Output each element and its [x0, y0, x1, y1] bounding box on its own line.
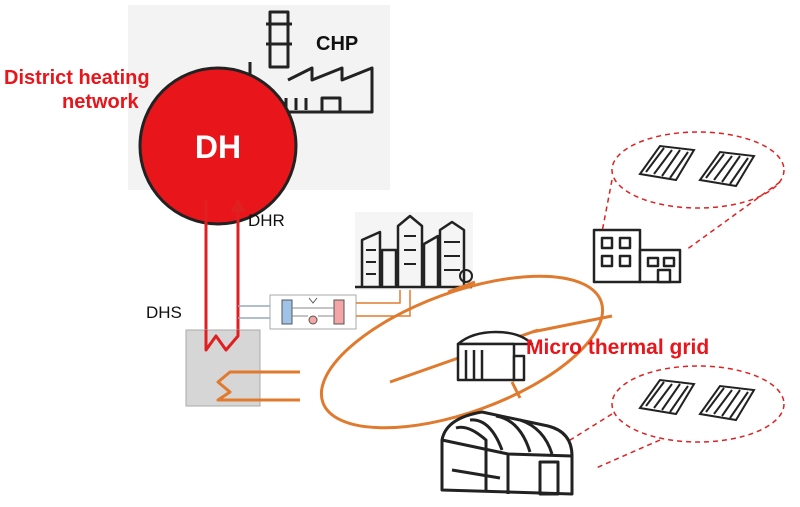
dh-label: DH — [195, 129, 241, 165]
substation-coil-red — [204, 330, 240, 352]
solar-callout-bottom — [521, 365, 785, 471]
substation-coil-orange — [216, 370, 300, 402]
greenhouse-icon — [440, 410, 574, 496]
district-heating-label-line1: District heating — [4, 67, 150, 89]
dh-pipes — [204, 200, 240, 355]
dhs-label: DHS — [146, 303, 182, 322]
city-skyline-icon — [355, 212, 473, 290]
chp-label: CHP — [316, 33, 358, 55]
district-heating-label-line2: network — [62, 91, 140, 113]
city-pipes — [356, 285, 411, 317]
dhr-label: DHR — [248, 211, 285, 230]
dhr-arrow-icon — [230, 198, 246, 212]
micro-grid-label: Micro thermal grid — [526, 336, 709, 359]
chp-factory-icon — [248, 10, 374, 114]
storage-tank-icon — [456, 330, 534, 382]
hx-pipes — [238, 305, 275, 319]
dh-node — [138, 66, 298, 226]
building-icon — [592, 228, 682, 284]
solar-collector-icon — [638, 378, 756, 422]
substation-icon — [185, 329, 261, 407]
heat-exchanger-icon — [269, 294, 357, 330]
solar-callout-top — [601, 131, 785, 251]
solar-collector-icon — [638, 144, 756, 188]
